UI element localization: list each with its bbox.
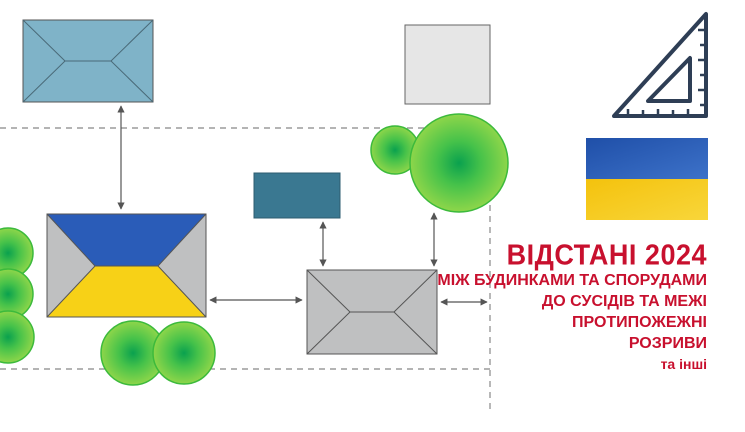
ukraine-flag-icon — [586, 138, 708, 220]
neighbor-building-top-right — [404, 24, 491, 105]
title-block: ВІДСТАНІ 2024 МІЖ БУДИНКАМИ ТА СПОРУДАМИ… — [407, 239, 707, 374]
subtitle-line-1: МІЖ БУДИНКАМИ ТА СПОРУДАМИ — [437, 272, 707, 289]
distance-arrows — [117, 105, 488, 306]
main-house — [46, 213, 207, 318]
subtitle-footer: та інші — [660, 356, 707, 372]
neighbor-house-top — [22, 19, 154, 103]
tree — [152, 321, 216, 385]
set-square-icon — [612, 12, 708, 118]
tree — [0, 310, 35, 364]
outbuilding — [253, 172, 341, 219]
subtitle-line-4: РОЗРИВИ — [628, 335, 707, 352]
trees — [0, 113, 509, 386]
subtitle-line-3: ПРОТИПОЖЕЖНІ — [571, 314, 707, 331]
subtitle-line-2: ДО СУСІДІВ ТА МЕЖІ — [541, 293, 707, 310]
grey-house — [306, 269, 438, 355]
tree — [409, 113, 509, 213]
main-title: ВІДСТАНІ 2024 — [506, 239, 707, 271]
